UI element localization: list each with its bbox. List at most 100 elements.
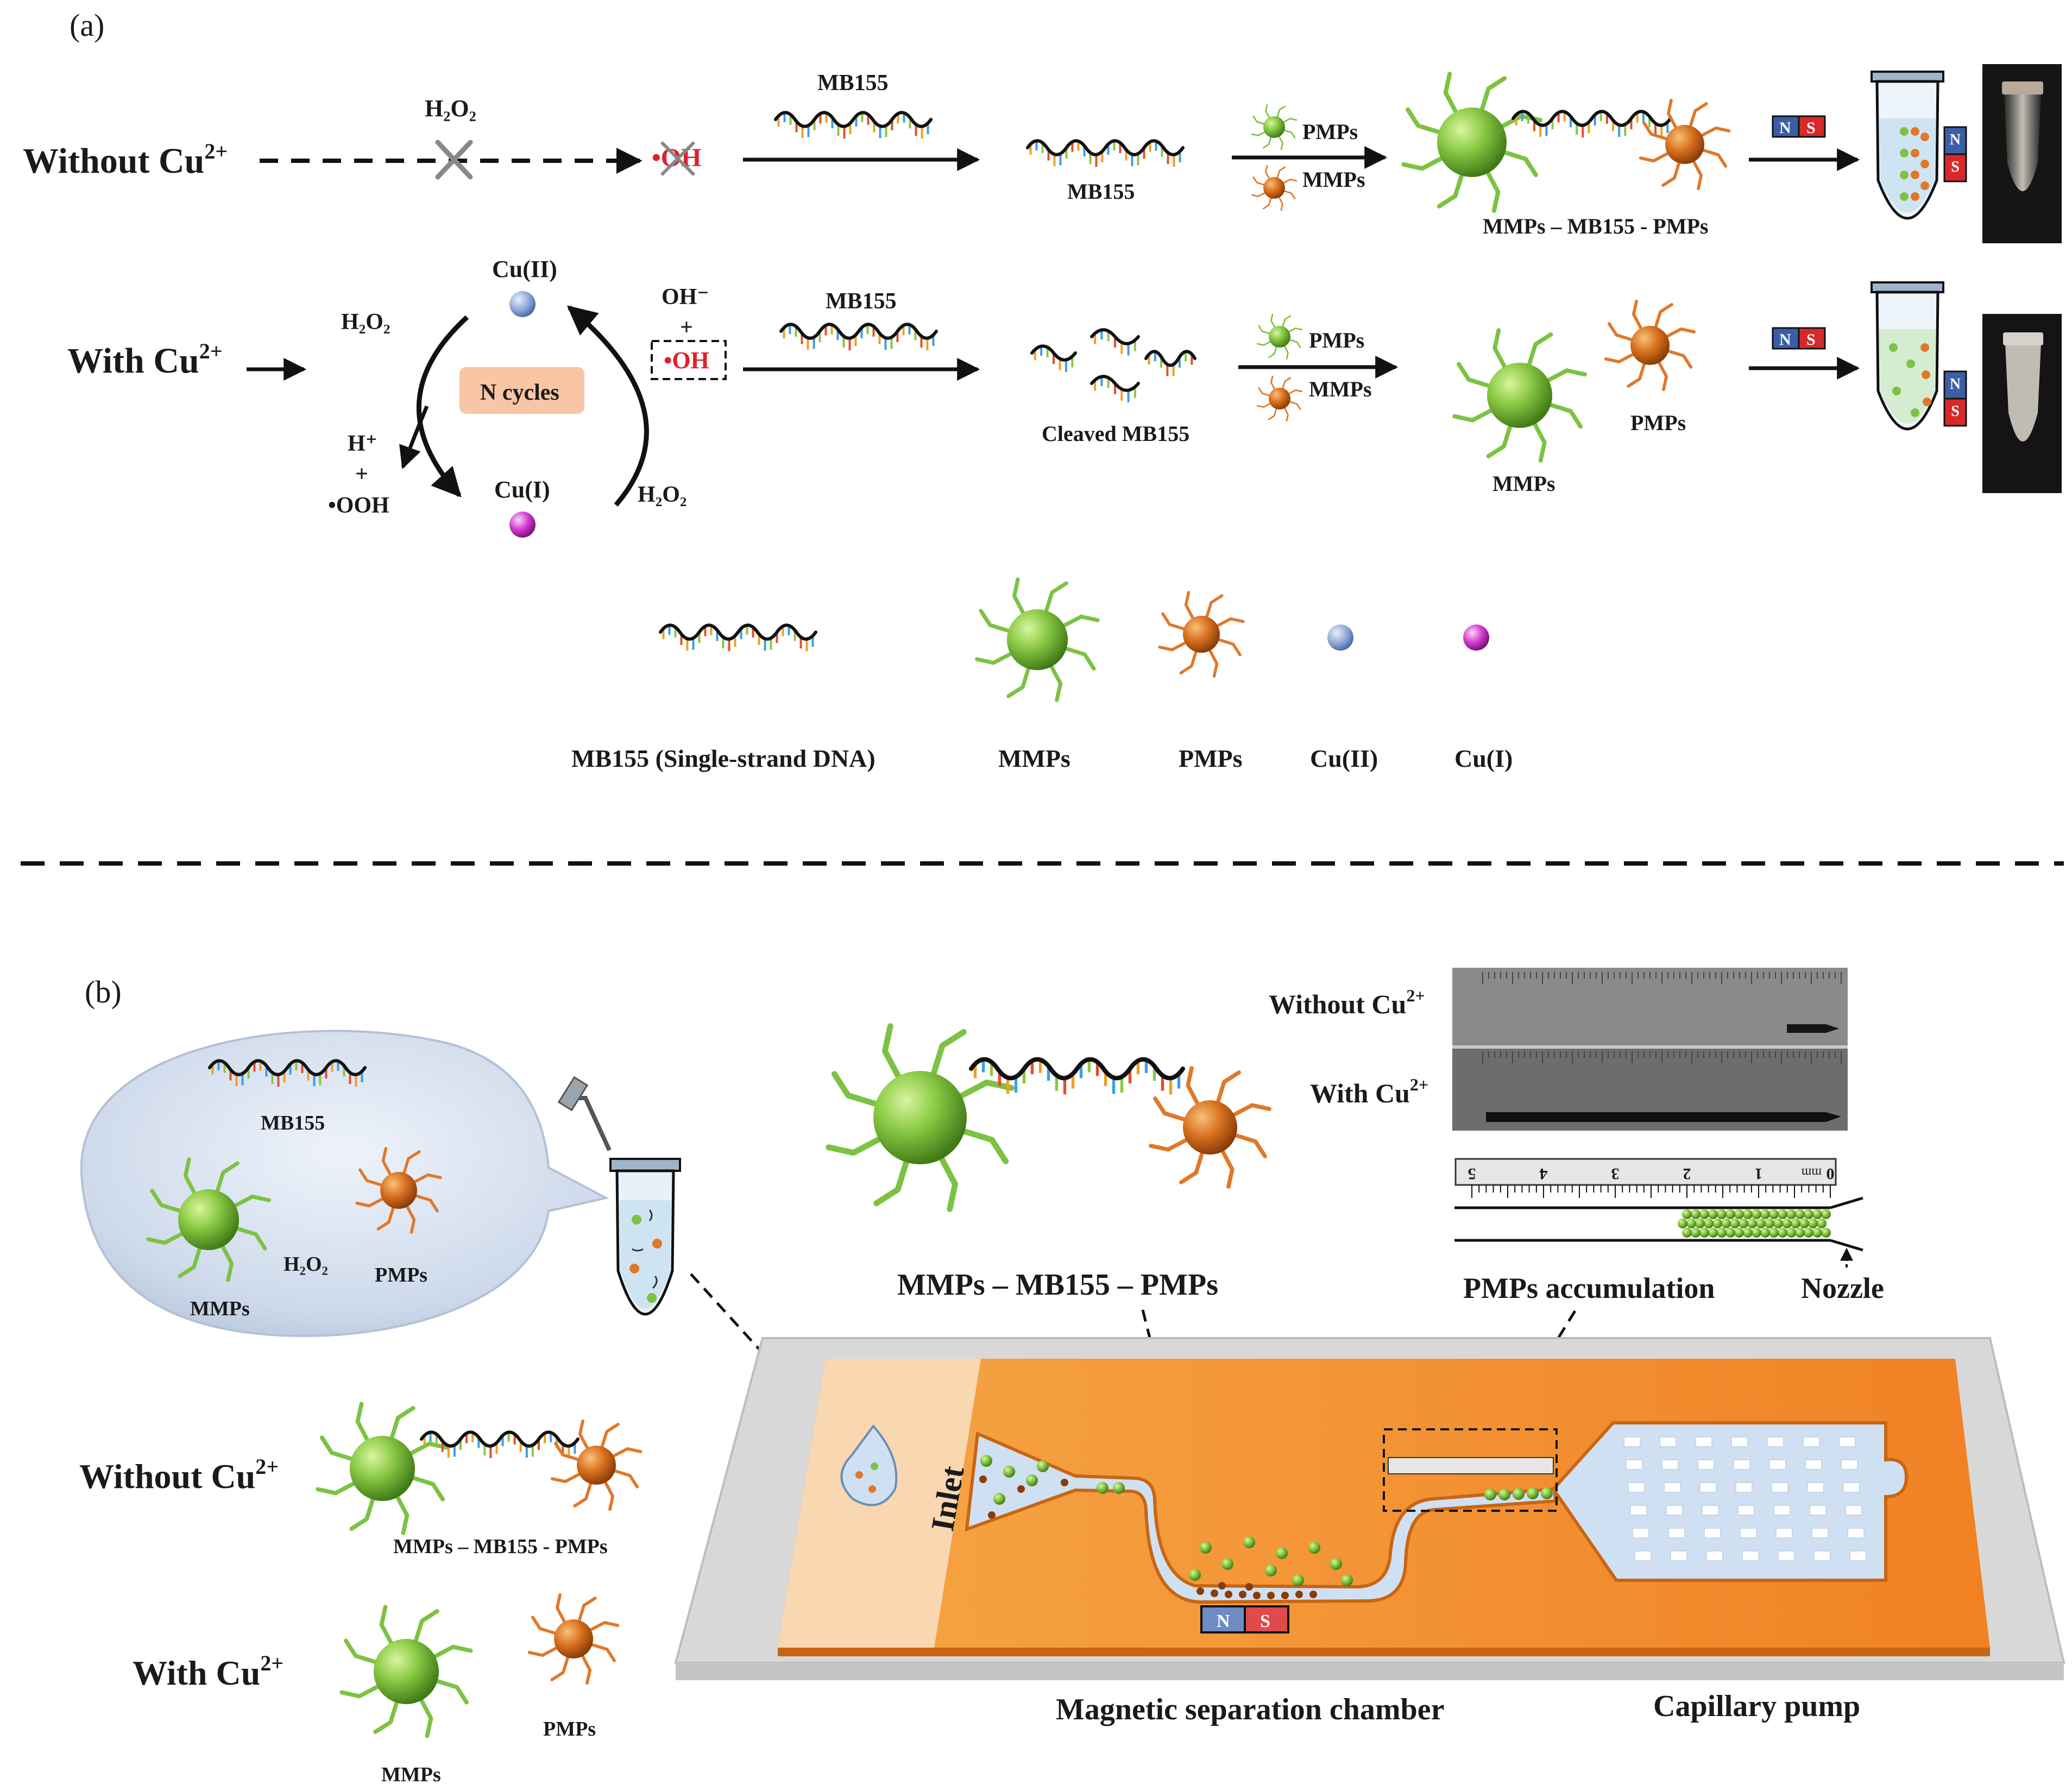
- row2-ohminus: OH⁻: [662, 285, 709, 310]
- row2-mb155: MB155: [826, 289, 897, 314]
- svg-text:S: S: [1806, 331, 1816, 349]
- cleaved-dna-icon: [1090, 375, 1140, 402]
- cycle-arc-left: [416, 315, 469, 498]
- ruler-tick-label: 4: [1540, 1165, 1548, 1183]
- b-with-condition: With Cu2+: [133, 1651, 284, 1692]
- cu1-ion-icon: [509, 512, 536, 538]
- pump-label: Capillary pump: [1653, 1689, 1860, 1723]
- dna-strand-icon: [420, 1430, 580, 1459]
- cleaved-dna-icon: [1144, 350, 1196, 376]
- sample-tube-icon: [557, 1076, 681, 1316]
- row2-ohrad: •OH: [664, 347, 709, 374]
- droplet-icon: [840, 1424, 898, 1506]
- row1-condition: Without Cu2+: [23, 139, 228, 181]
- ruler-inset-box: [1383, 1428, 1558, 1512]
- row2-ooh: •OOH: [328, 493, 389, 518]
- row-with-cu: With Cu2+ H₂O₂ Cu(II) Cu(I) N cycles H⁺ …: [67, 256, 2062, 538]
- legend-label: MMPs: [998, 745, 1070, 772]
- row1-mmps: MMPs: [1302, 167, 1365, 192]
- bubble-mb155: MB155: [261, 1112, 325, 1134]
- photo-with-label: With Cu2+: [1310, 1075, 1428, 1108]
- tube-icon: [1871, 71, 1944, 220]
- legend-pmp-icon: [1158, 591, 1245, 678]
- tube-photo-without-cu: [1982, 64, 2062, 243]
- row2-h2o2-left: H₂O₂: [341, 310, 391, 335]
- svg-text:S: S: [1951, 403, 1960, 420]
- b-without-condition: Without Cu2+: [79, 1454, 279, 1496]
- row1-pmps: PMPs: [1302, 119, 1358, 144]
- ruler-tick-label: 5: [1468, 1165, 1476, 1183]
- vertical-magnet-icon: N S: [1943, 126, 1967, 182]
- reagent-bubble: MB155 MMPs H₂O₂ PMPs: [80, 1030, 609, 1338]
- row2-mmps: MMPs: [1309, 377, 1372, 401]
- bubble-pmps: PMPs: [375, 1264, 427, 1287]
- pmp-particle-icon: [550, 1419, 643, 1511]
- photo-accumulation-short: [1787, 1024, 1839, 1033]
- panel-a-label: (a): [70, 8, 104, 43]
- svg-text:N: N: [1950, 131, 1961, 148]
- mmp-particle-icon: [1256, 375, 1303, 422]
- microfluidic-chip: Inlet N S: [674, 1337, 2065, 1680]
- row2-cycles: N cycles: [480, 380, 559, 405]
- mmp-particle-icon: [146, 1157, 271, 1282]
- nozzle-label: Nozzle: [1801, 1272, 1884, 1304]
- dna-strand-icon: [1512, 110, 1672, 138]
- pmp-particle-icon: [355, 1147, 442, 1234]
- panel-b: (b) MB155 MMPs H₂O₂ PMPs Without Cu2+: [79, 968, 2065, 1786]
- pmp-particle-icon: [527, 1593, 620, 1685]
- pmp-particle-icon: [1251, 104, 1298, 150]
- legend-label: PMPs: [1179, 745, 1243, 772]
- ruler-tick-label: 2: [1683, 1165, 1691, 1183]
- ruler-tick-label: 0: [1827, 1165, 1835, 1183]
- dna-strand-icon: [779, 323, 938, 351]
- legend-cu1-icon: [1463, 625, 1489, 651]
- n-cycles-box: [459, 367, 584, 414]
- mmp-particle-icon: [316, 1402, 449, 1535]
- photo-accumulation-long: [1486, 1112, 1841, 1122]
- svg-text:S: S: [1951, 159, 1960, 175]
- svg-text:N: N: [1779, 119, 1791, 137]
- cleaved-dna-icon: [1090, 328, 1140, 356]
- legend-label: Cu(I): [1454, 745, 1513, 772]
- pmp-particle-icon: [1256, 313, 1303, 360]
- row2-cleaved: Cleaved MB155: [1042, 421, 1189, 446]
- magnet-icon: N S: [1772, 115, 1826, 138]
- b-with-pmps: PMPs: [543, 1718, 596, 1740]
- chamber-label: Magnetic separation chamber: [1056, 1693, 1444, 1726]
- row2-condition: With Cu2+: [67, 339, 223, 381]
- row1-complex: MMPs – MB155 - PMPs: [1483, 214, 1708, 238]
- cross-mark-icon: [660, 141, 696, 176]
- cleaved-dna-icon: [1030, 344, 1077, 372]
- channel-photos: Without Cu2+ With Cu2+: [1269, 968, 1848, 1131]
- mmp-particle-icon: [826, 1023, 1015, 1212]
- b-without-complex: MMPs – MB155 - PMPs: [393, 1535, 608, 1558]
- legend-label: MB155 (Single-strand DNA): [571, 745, 876, 772]
- svg-text:S: S: [1260, 1611, 1270, 1631]
- legend-cu2-icon: [1327, 625, 1353, 651]
- svg-text:N: N: [1779, 331, 1791, 349]
- legend-dna-icon: [659, 623, 817, 652]
- row2-cu1: Cu(I): [494, 476, 550, 503]
- cycle-arc-right: [566, 305, 649, 507]
- legend-mmp-icon: [975, 577, 1100, 702]
- row2-plus2: +: [680, 315, 693, 340]
- dna-strand-icon: [968, 1057, 1186, 1095]
- row1-h2o2: H₂O₂: [425, 95, 476, 122]
- tube-icon: [1871, 281, 1944, 431]
- magnet-icon: N S: [1772, 327, 1826, 350]
- row2-pmps: PMPs: [1309, 328, 1364, 352]
- svg-text:N: N: [1950, 376, 1961, 393]
- mmp-particle-icon: [1452, 328, 1587, 463]
- bubble-h2o2: H₂O₂: [284, 1253, 328, 1276]
- panel-a: (a) Without Cu2+ H₂O₂ •OH MB155 MB155 PM…: [23, 8, 2062, 772]
- row2-cu2: Cu(II): [492, 256, 557, 282]
- row2-free-pmps: PMPs: [1630, 411, 1686, 435]
- legend-label: Cu(II): [1310, 745, 1378, 772]
- pmp-particle-icon: [1149, 1066, 1271, 1189]
- mmp-particle-icon: [1401, 72, 1542, 213]
- bubble-mmps: MMPs: [190, 1297, 250, 1320]
- row2-plus1: +: [355, 462, 368, 487]
- b-with-mmps: MMPs: [381, 1763, 441, 1786]
